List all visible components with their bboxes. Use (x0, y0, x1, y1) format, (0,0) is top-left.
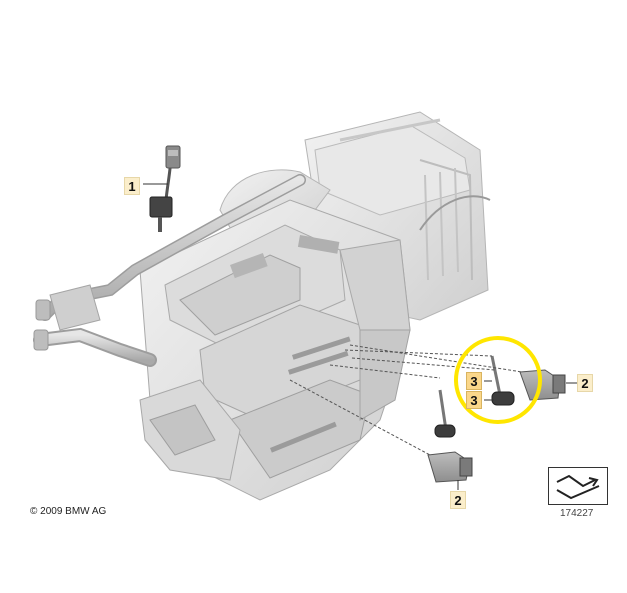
copyright-text: © 2009 BMW AG (30, 506, 107, 517)
part-2-connector (427, 369, 566, 483)
hvac-housing (139, 111, 489, 501)
callout-2-right[interactable]: 2 (577, 374, 593, 392)
arrow-to-tray-icon (556, 474, 600, 500)
part-1-sensor (149, 145, 181, 232)
part-3-actuator (434, 355, 515, 438)
callout-2-bottom[interactable]: 2 (450, 491, 466, 509)
highlight-ring (454, 336, 542, 424)
callout-3-top[interactable]: 3 (466, 372, 482, 390)
coolant-pipes (33, 174, 491, 367)
callout-1[interactable]: 1 (124, 177, 140, 195)
navigation-button[interactable] (548, 467, 608, 505)
dashed-leader-lines (289, 344, 523, 456)
leader-lines (143, 183, 578, 490)
diagram-reference-number: 174227 (560, 508, 594, 519)
callout-3-bottom[interactable]: 3 (466, 391, 482, 409)
